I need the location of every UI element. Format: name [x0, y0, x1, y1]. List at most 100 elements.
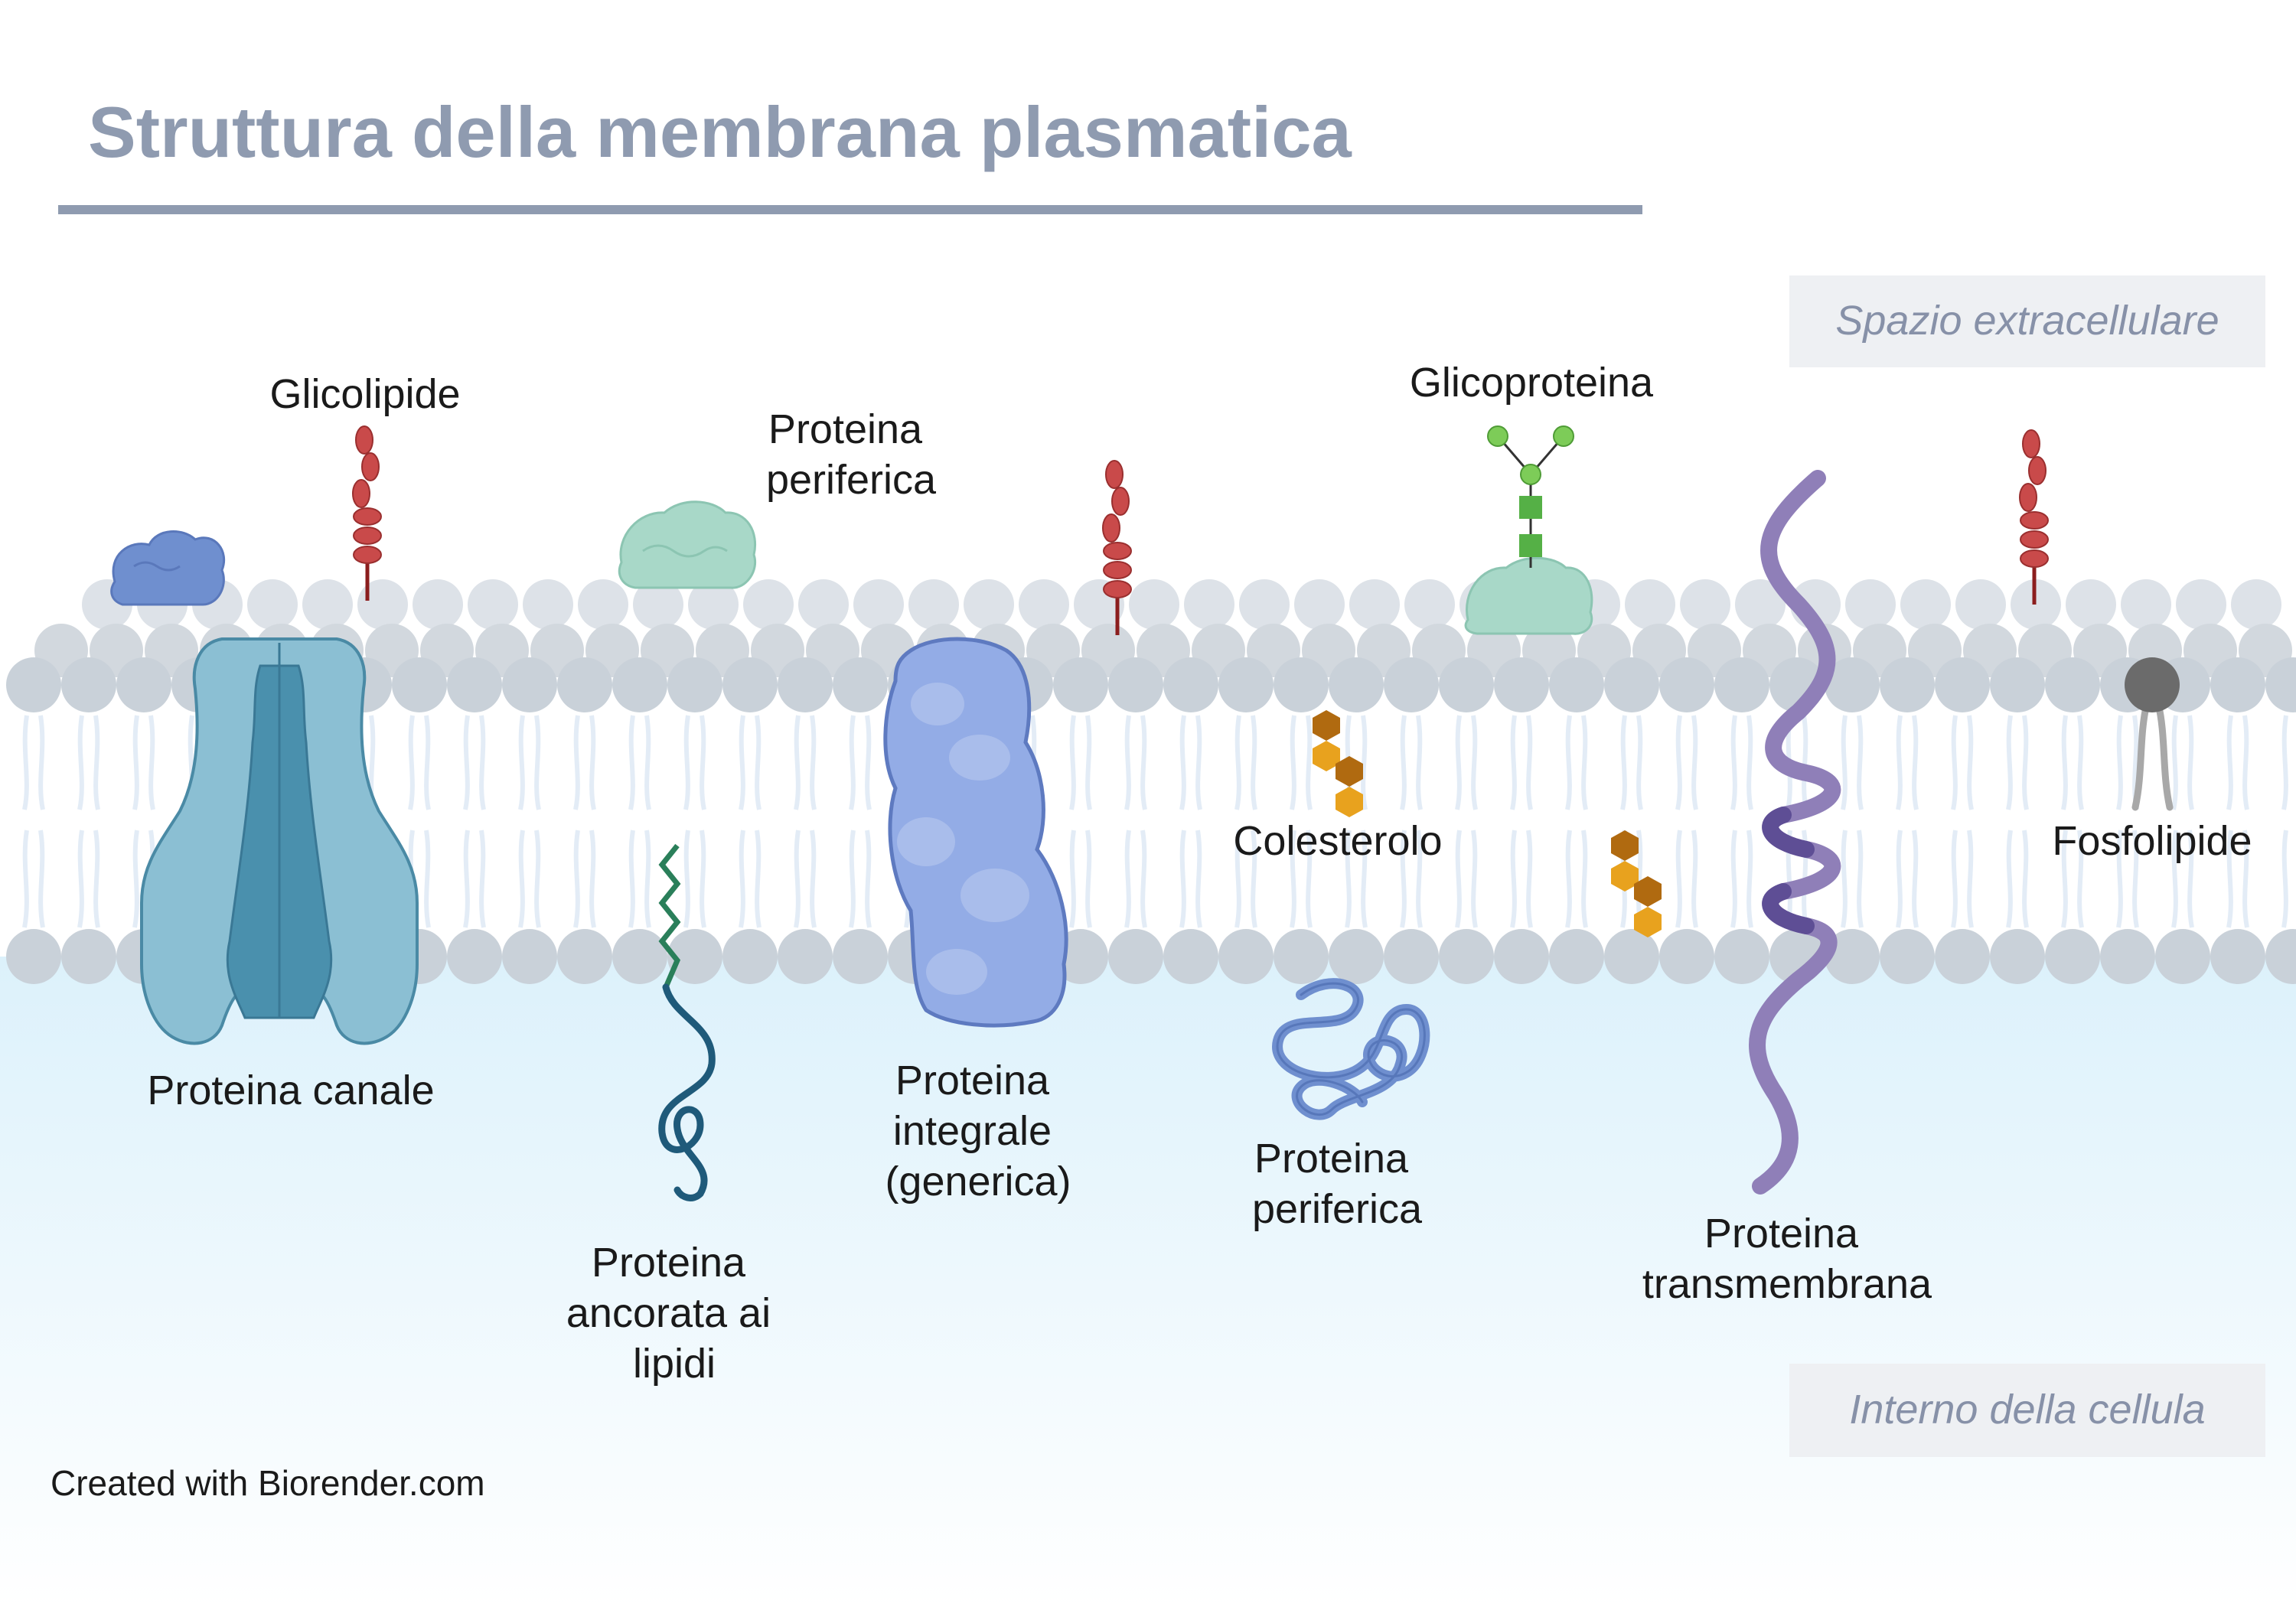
lipid-tail [1675, 715, 1682, 810]
lipid-head [1163, 657, 1218, 712]
lipid-head [1604, 657, 1659, 712]
lipid-tail [1841, 715, 1848, 810]
lipid-head [1990, 929, 2045, 984]
lipid-tail [132, 830, 139, 928]
lipid-tail [1290, 715, 1296, 810]
lipid-tail [1951, 715, 1958, 810]
lipid-head [2210, 657, 2265, 712]
lipid-head [2176, 579, 2226, 630]
lipid-tail [1306, 715, 1313, 810]
extracellular-label-box [1789, 275, 2265, 367]
lipid-head [447, 657, 502, 712]
lipid-tail [1912, 830, 1919, 928]
lipid-tail [1730, 715, 1737, 810]
lipid-head [523, 579, 573, 630]
lipid-tail [148, 715, 155, 810]
lipid-head [964, 579, 1014, 630]
lipid-head [2155, 929, 2210, 984]
lipid-head [1218, 657, 1274, 712]
lipid-tail [1691, 830, 1698, 928]
lipid-tail [849, 715, 856, 810]
intracellular-label-box [1789, 1364, 2265, 1457]
lipid-tail [1912, 715, 1919, 810]
lipid-tail [1416, 715, 1423, 810]
lipid-tail [2242, 715, 2249, 810]
lipid-tail [1140, 830, 1147, 928]
lipid-head [833, 657, 888, 712]
lipid-tail [1361, 715, 1368, 810]
lipid-head [1108, 657, 1163, 712]
peripheral-protein-coil [1272, 978, 1430, 1120]
lipid-head [1384, 929, 1439, 984]
lipid-tail [1565, 830, 1572, 928]
lipid-head [1184, 579, 1234, 630]
lipid-tail [1069, 830, 1076, 928]
lipid-tail [479, 830, 486, 928]
label-transmembrane-protein: Proteina transmembrana [1642, 1211, 1932, 1307]
label-peripheral-protein-top: Proteina periferica [766, 406, 937, 503]
lipid-tail [2281, 830, 2288, 928]
lipid-head [1735, 579, 1786, 630]
lipid-head [1494, 657, 1549, 712]
lipid-tail [739, 830, 745, 928]
lipid-tail [794, 715, 801, 810]
lipid-anchored-protein [658, 843, 716, 1201]
lipid-tail [1857, 715, 1864, 810]
lipid-tail [1510, 830, 1517, 928]
lipid-head [1604, 929, 1659, 984]
lipid-tail [424, 715, 431, 810]
lipid-head [667, 929, 722, 984]
lipid-head [502, 657, 557, 712]
lipid-tail [1234, 715, 1241, 810]
lipid-tail [132, 715, 139, 810]
lipid-head [853, 579, 904, 630]
lipid-tail [1730, 830, 1737, 928]
lipid-tail [408, 715, 415, 810]
lipid-tail [77, 715, 84, 810]
lipid-head [2265, 657, 2296, 712]
credit-text: Created with Biorender.com [51, 1463, 485, 1503]
lipid-tail [1416, 830, 1423, 928]
lipid-tail [1967, 830, 1974, 928]
lipid-head [447, 929, 502, 984]
lipid-head [612, 657, 667, 712]
lipid-head [1274, 929, 1329, 984]
lipid-tail [1565, 715, 1572, 810]
lipid-head [1239, 579, 1290, 630]
lipid-tail [2006, 715, 2013, 810]
lipid-tail [1471, 830, 1478, 928]
lipid-tail [1581, 830, 1588, 928]
integral-protein [883, 637, 1068, 1028]
lipid-tail [2132, 830, 2139, 928]
glycolipid [1102, 460, 1132, 635]
lipid-head [1019, 579, 1069, 630]
lipid-tail [2061, 715, 2068, 810]
phospholipid-molecule [2125, 657, 2180, 811]
lipid-head [557, 929, 612, 984]
lipid-tail [1251, 715, 1257, 810]
lipid-head [1714, 929, 1769, 984]
lipid-head [2265, 929, 2296, 984]
lipid-head [1218, 929, 1274, 984]
lipid-tail [1746, 830, 1753, 928]
peripheral-protein-green [618, 500, 756, 589]
lipid-tail [1857, 830, 1864, 928]
glycoprotein-protein [1464, 556, 1593, 635]
lipid-tail [644, 715, 651, 810]
cholesterol-molecule [1313, 710, 1363, 817]
lipid-tail [1510, 715, 1517, 810]
lipid-tail [93, 830, 100, 928]
lipid-tail [849, 830, 856, 928]
lipid-tail [1085, 830, 1092, 928]
lipid-tail [2061, 830, 2068, 928]
lipid-tail [700, 715, 706, 810]
glycolipid [2019, 429, 2049, 605]
lipid-head [1825, 929, 1880, 984]
lipid-head [798, 579, 849, 630]
lipid-head [833, 929, 888, 984]
lipid-tail [1195, 715, 1202, 810]
lipid-head [1294, 579, 1345, 630]
lipid-tail [518, 830, 525, 928]
lipid-head [612, 929, 667, 984]
lipid-tail [810, 830, 817, 928]
